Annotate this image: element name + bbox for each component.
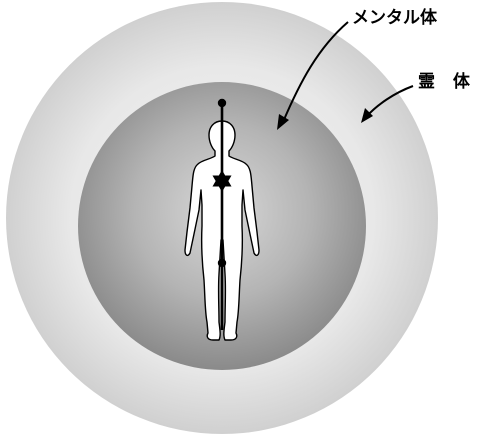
crown-point-dot-icon [218, 99, 226, 107]
spirit-body-label: 霊 体 [418, 72, 476, 92]
lower-point-dot-icon [218, 259, 226, 267]
mental-body-label: メンタル体 [352, 8, 437, 28]
